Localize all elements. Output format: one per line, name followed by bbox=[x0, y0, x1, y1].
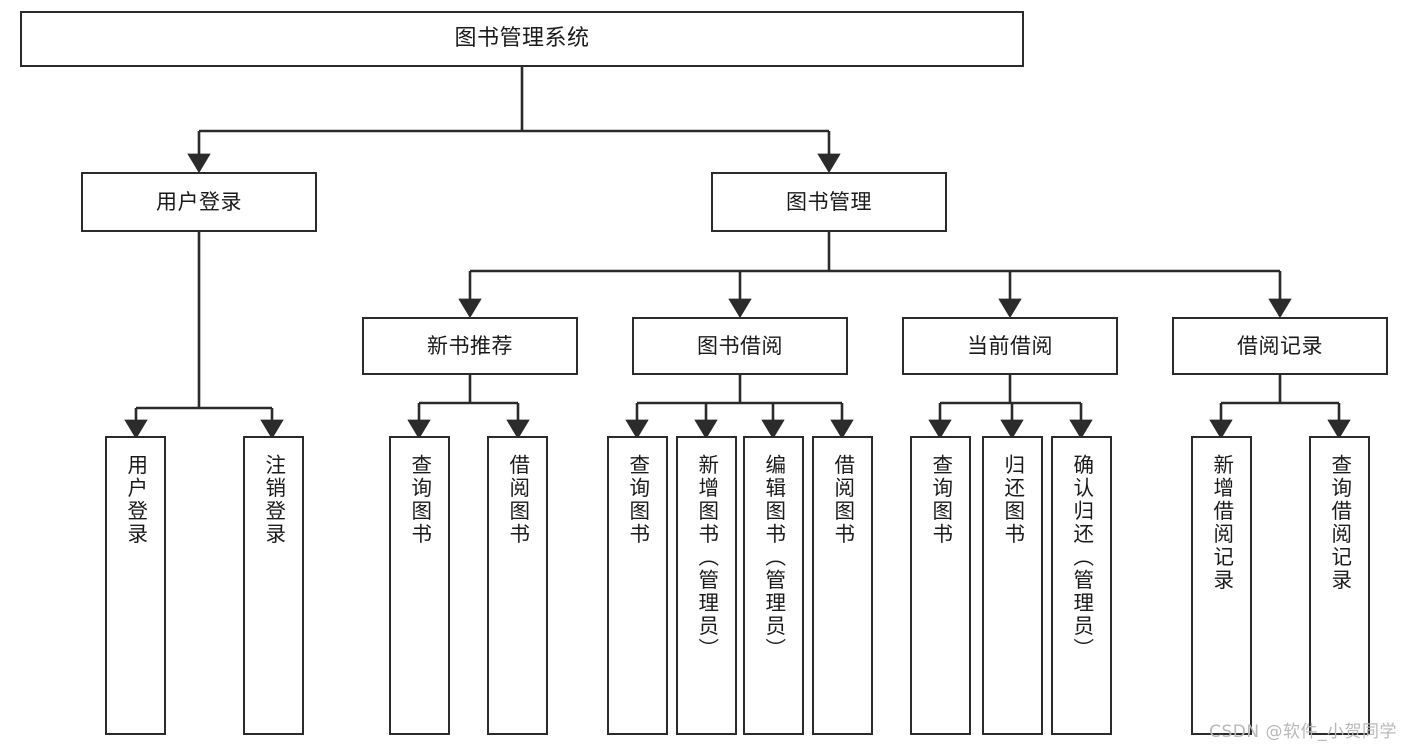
node-leaf-add-record-label: 新增借阅记录 bbox=[1209, 454, 1234, 592]
node-user-login-label: 用户登录 bbox=[156, 189, 242, 214]
node-leaf-borrow-book-1-label: 借阅图书 bbox=[505, 454, 530, 546]
csdn-watermark: CSDN @软件_小贺同学 bbox=[1209, 722, 1397, 742]
node-leaf-borrow-book-1[interactable]: 借阅图书 bbox=[487, 436, 548, 735]
node-borrow-record[interactable]: 借阅记录 bbox=[1172, 317, 1388, 375]
node-leaf-logout-label: 注销登录 bbox=[261, 454, 286, 546]
node-leaf-return-book[interactable]: 归还图书 bbox=[982, 436, 1043, 735]
node-leaf-add-book-label: 新增图书（管理员） bbox=[694, 454, 719, 661]
node-leaf-return-book-label: 归还图书 bbox=[1000, 454, 1025, 546]
node-leaf-query-book-3[interactable]: 查询图书 bbox=[910, 436, 971, 735]
node-current-borrow-label: 当前借阅 bbox=[967, 333, 1053, 358]
node-book-manage[interactable]: 图书管理 bbox=[711, 172, 947, 232]
node-leaf-add-book[interactable]: 新增图书（管理员） bbox=[676, 436, 737, 735]
node-current-borrow[interactable]: 当前借阅 bbox=[902, 317, 1118, 375]
node-leaf-add-record[interactable]: 新增借阅记录 bbox=[1191, 436, 1252, 735]
node-book-manage-label: 图书管理 bbox=[786, 189, 872, 214]
node-leaf-query-book-2[interactable]: 查询图书 bbox=[607, 436, 668, 735]
node-leaf-query-book-1[interactable]: 查询图书 bbox=[389, 436, 450, 735]
node-leaf-user-login[interactable]: 用户登录 bbox=[105, 436, 166, 735]
node-book-borrow-label: 图书借阅 bbox=[697, 333, 783, 358]
node-leaf-confirm-return-label: 确认归还（管理员） bbox=[1069, 454, 1094, 661]
node-leaf-query-book-2-label: 查询图书 bbox=[625, 454, 650, 546]
node-leaf-query-book-3-label: 查询图书 bbox=[928, 454, 953, 546]
node-leaf-borrow-book-2[interactable]: 借阅图书 bbox=[812, 436, 873, 735]
node-new-book-recommend[interactable]: 新书推荐 bbox=[362, 317, 578, 375]
node-leaf-borrow-book-2-label: 借阅图书 bbox=[830, 454, 855, 546]
node-borrow-record-label: 借阅记录 bbox=[1237, 333, 1323, 358]
node-leaf-user-login-label: 用户登录 bbox=[123, 454, 148, 546]
node-new-book-recommend-label: 新书推荐 bbox=[427, 333, 513, 358]
node-root[interactable]: 图书管理系统 bbox=[20, 11, 1024, 67]
node-leaf-edit-book[interactable]: 编辑图书（管理员） bbox=[743, 436, 804, 735]
node-leaf-query-book-1-label: 查询图书 bbox=[407, 454, 432, 546]
node-user-login[interactable]: 用户登录 bbox=[81, 172, 317, 232]
node-root-label: 图书管理系统 bbox=[454, 26, 590, 52]
node-leaf-edit-book-label: 编辑图书（管理员） bbox=[761, 454, 786, 661]
node-leaf-query-record-label: 查询借阅记录 bbox=[1327, 454, 1352, 592]
node-leaf-query-record[interactable]: 查询借阅记录 bbox=[1309, 436, 1370, 735]
node-leaf-logout[interactable]: 注销登录 bbox=[243, 436, 304, 735]
node-leaf-confirm-return[interactable]: 确认归还（管理员） bbox=[1051, 436, 1112, 735]
node-book-borrow[interactable]: 图书借阅 bbox=[632, 317, 848, 375]
